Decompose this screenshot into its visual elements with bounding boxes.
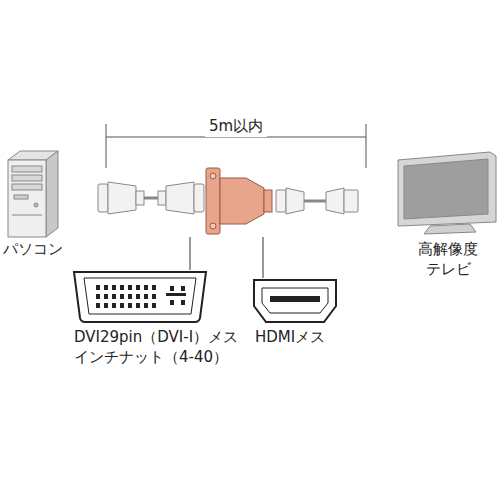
pc-tower: [8, 151, 58, 237]
pin: [128, 285, 132, 290]
pin: [144, 294, 148, 299]
pin: [128, 294, 132, 299]
pin: [152, 303, 156, 308]
pin: [120, 285, 124, 290]
pin: [112, 294, 116, 299]
dvi-connector-face: [74, 272, 206, 322]
dimension-label: 5m以内: [205, 117, 267, 137]
pin: [181, 300, 185, 305]
pin: [104, 285, 108, 290]
pin: [112, 285, 116, 290]
hdmi-cable: [276, 188, 358, 214]
pin: [104, 294, 108, 299]
device-label: パソコン: [3, 240, 93, 260]
pin: [96, 294, 100, 299]
pin: [136, 285, 140, 290]
pin: [170, 300, 174, 305]
hdmi-connector-face: [254, 280, 336, 322]
pin: [120, 294, 124, 299]
pin: [144, 303, 148, 308]
adapter: [206, 168, 272, 234]
connector-label: HDMIメス: [255, 328, 375, 348]
pin: [181, 286, 185, 291]
device-label: 高解像度 テレビ: [402, 240, 494, 279]
tv: [398, 152, 496, 234]
dvi-cable: [98, 182, 204, 214]
pin: [152, 294, 156, 299]
pin: [128, 303, 132, 308]
pin: [170, 286, 174, 291]
pin: [96, 303, 100, 308]
pin: [96, 285, 100, 290]
pin: [112, 303, 116, 308]
pin: [144, 285, 148, 290]
pin: [136, 294, 140, 299]
pin: [104, 303, 108, 308]
pin: [136, 303, 140, 308]
pin: [120, 303, 124, 308]
pin: [152, 285, 156, 290]
